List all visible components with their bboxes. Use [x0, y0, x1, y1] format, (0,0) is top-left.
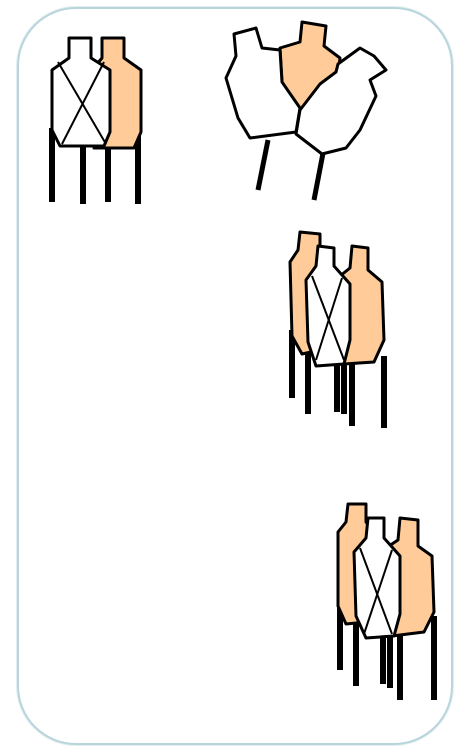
stage-diagram	[0, 0, 458, 747]
